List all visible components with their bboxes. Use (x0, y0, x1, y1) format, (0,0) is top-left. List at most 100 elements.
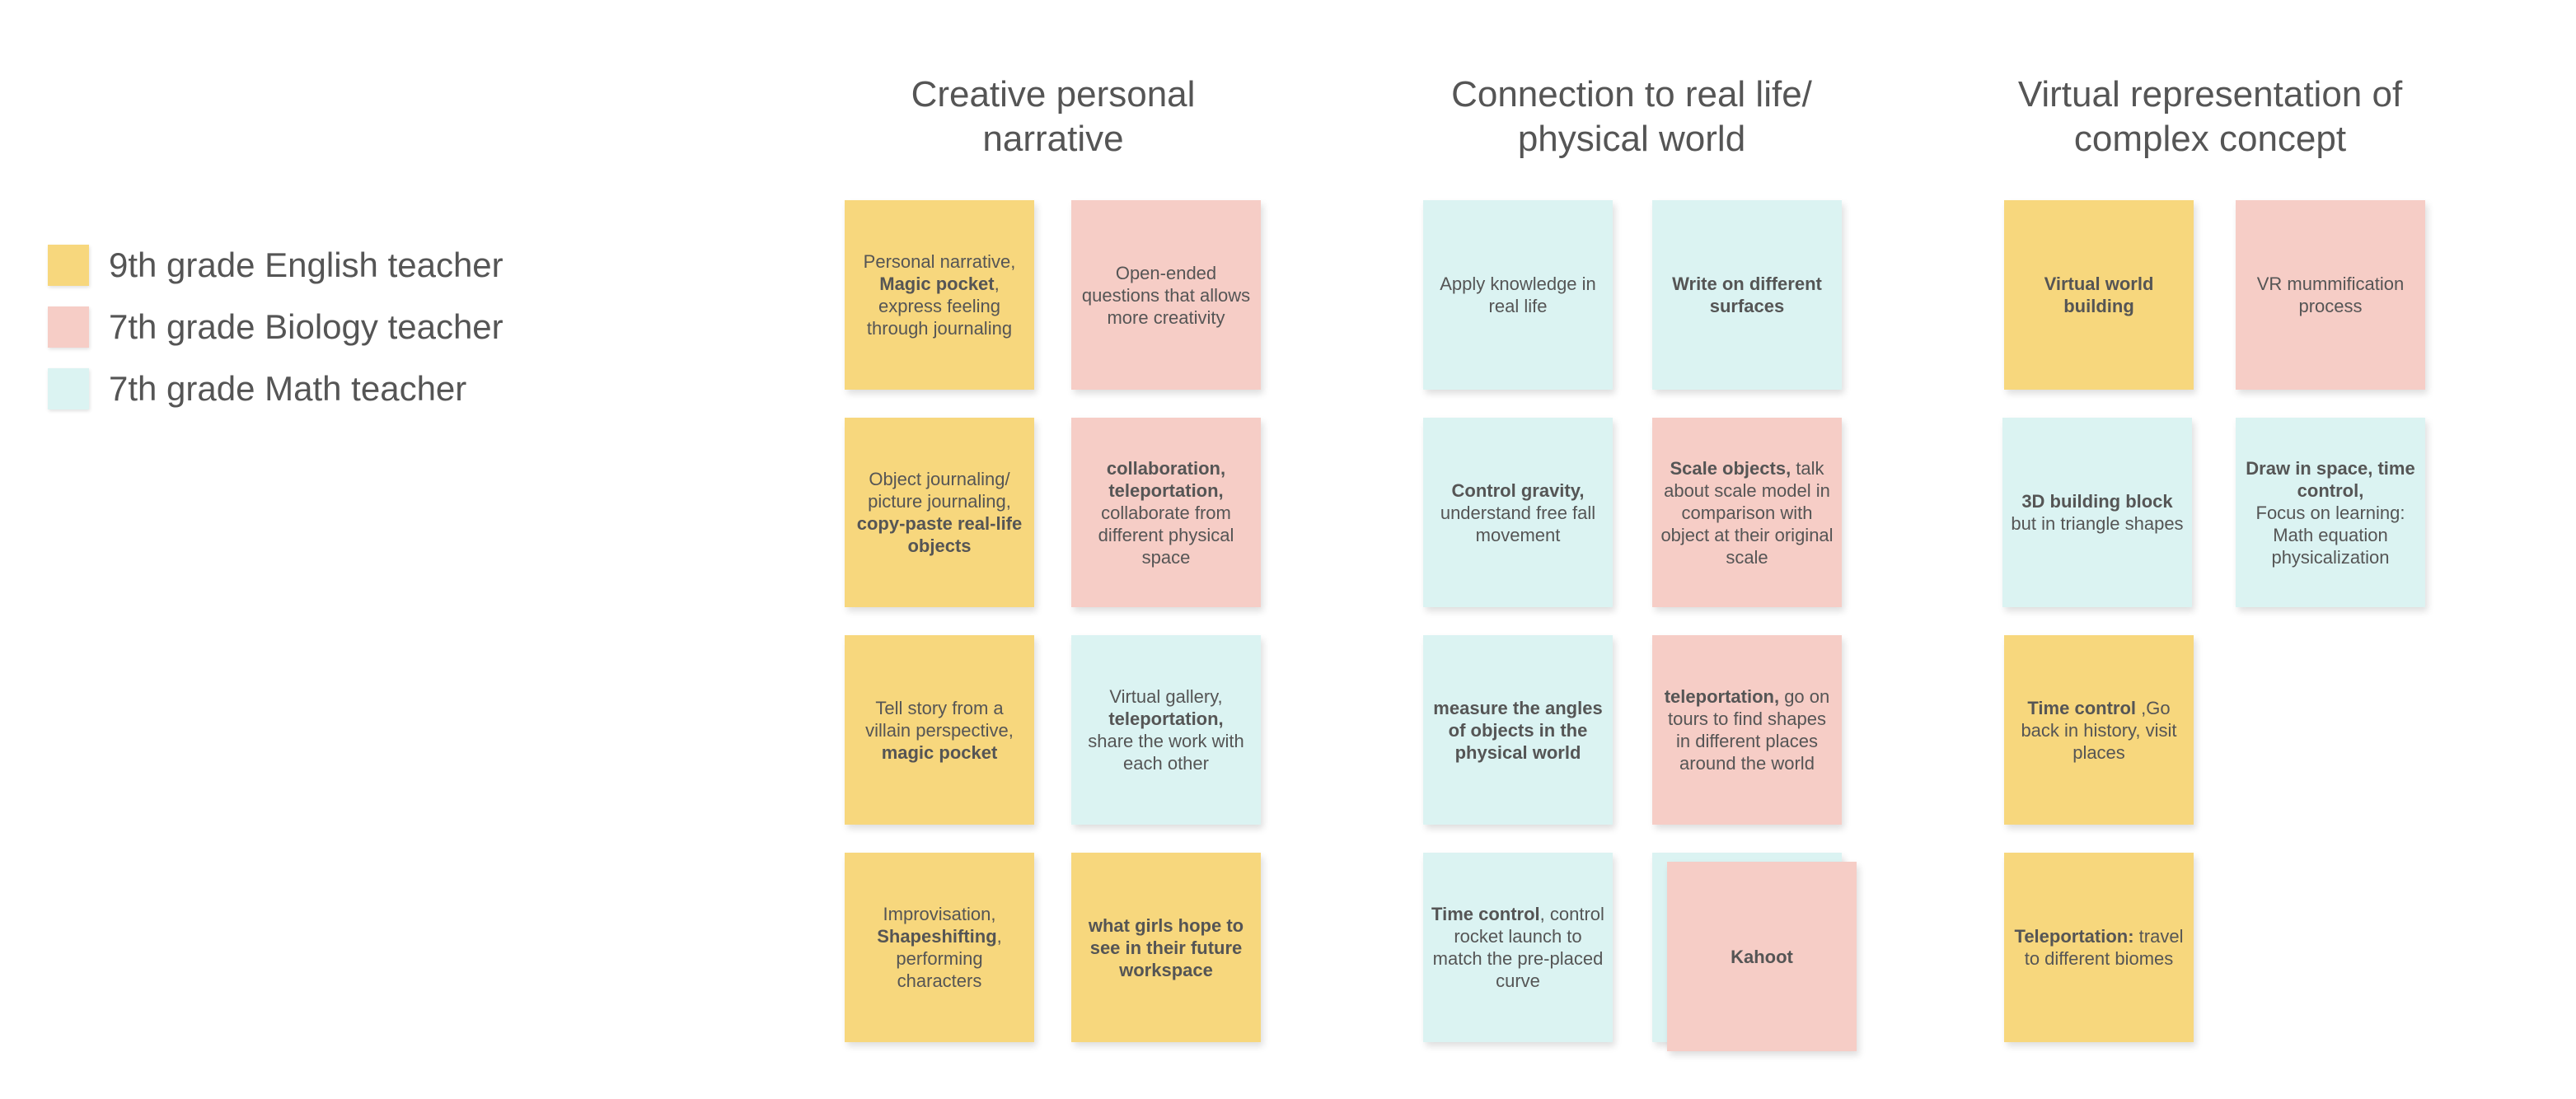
sticky-note[interactable]: Control gravity,understand free fall mov… (1423, 418, 1613, 607)
sticky-note-text: what girls hope to see in their future w… (1080, 914, 1253, 981)
legend-item-biology: 7th grade Biology teacher (48, 305, 503, 349)
sticky-note[interactable]: what girls hope to see in their future w… (1071, 853, 1261, 1042)
sticky-note-text: teleportation, go on tours to find shape… (1660, 685, 1834, 774)
sticky-note[interactable]: Object journaling/ picture journaling,co… (845, 418, 1034, 607)
sticky-note[interactable]: VR mummification process (2236, 200, 2425, 390)
note-text-bold: Virtual world building (2044, 274, 2154, 316)
sticky-note[interactable]: Write on different surfaces (1652, 200, 1842, 390)
note-text: talk about scale model in comparison wit… (1660, 457, 1834, 568)
note-text: Open-ended questions that allows more cr… (1081, 262, 1251, 328)
sticky-note[interactable]: Apply knowledge in real life (1423, 200, 1613, 390)
sticky-note-text: Open-ended questions that allows more cr… (1080, 262, 1253, 329)
note-text: ,Go back in history, visit places (2021, 697, 2177, 763)
column-title-real-life: Connection to real life/ physical world (1343, 72, 1920, 161)
sticky-note[interactable]: Time control ,Go back in history, visit … (2004, 635, 2194, 825)
column-title-creative: Creative personal narrative (765, 72, 1342, 161)
sticky-note-text: Object journaling/ picture journaling,co… (853, 468, 1026, 557)
sticky-note[interactable]: Improvisation,Shapeshifting, performing … (845, 853, 1034, 1042)
sticky-note-text: Improvisation,Shapeshifting, performing … (853, 903, 1026, 992)
note-text-bold: Control gravity, (1451, 479, 1585, 501)
note-text: but in triangle shapes (2011, 513, 2184, 534)
sticky-note[interactable]: Scale objects, talk about scale model in… (1652, 418, 1842, 607)
note-text-bold: Time control (1431, 904, 1540, 924)
legend-item-math: 7th grade Math teacher (48, 367, 503, 411)
sticky-note[interactable]: Virtual gallery,teleportation,share the … (1071, 635, 1261, 825)
sticky-note[interactable]: collaboration, teleportation,collaborate… (1071, 418, 1261, 607)
sticky-note[interactable]: Tell story from a villain perspective,ma… (845, 635, 1034, 825)
sticky-note-kahoot[interactable]: Kahoot (1667, 862, 1857, 1051)
sticky-note[interactable]: Draw in space, time control,Focus on lea… (2236, 418, 2425, 607)
sticky-note[interactable]: Open-ended questions that allows more cr… (1071, 200, 1261, 390)
column-title-virtual: Virtual representation of complex concep… (1922, 72, 2499, 161)
note-text: VR mummification process (2256, 274, 2405, 316)
note-text: , control rocket launch to match the pre… (1432, 904, 1604, 991)
note-text: travel to different biomes (2024, 926, 2184, 969)
column-title-line: Virtual representation of (2017, 74, 2403, 115)
note-text-bold: copy-paste real-life objects (856, 513, 1023, 556)
sticky-note-text: Kahoot (1731, 946, 1793, 968)
note-text: , express feeling through journaling (866, 274, 1013, 339)
note-text: Improvisation, (883, 904, 996, 924)
sticky-note-text: Tell story from a villain perspective,ma… (853, 697, 1026, 764)
sticky-note-text: VR mummification process (2244, 273, 2417, 317)
legend-swatch-pink (48, 306, 89, 348)
note-text-bold: magic pocket (881, 741, 998, 763)
sticky-note[interactable]: teleportation, go on tours to find shape… (1652, 635, 1842, 825)
column-title-line: Connection to real life/ (1451, 74, 1812, 115)
note-text-bold: Kahoot (1731, 946, 1793, 967)
note-text-bold: what girls hope to see in their future w… (1088, 914, 1244, 980)
note-text: understand free fall movement (1440, 502, 1596, 545)
note-text-bold: teleportation, (1108, 709, 1224, 729)
note-text-bold: Time control (2027, 697, 2137, 718)
sticky-note-text: Virtual world building (2012, 273, 2185, 317)
legend-swatch-cyan (48, 368, 89, 409)
column-title-line: Creative personal (911, 74, 1196, 115)
sticky-note[interactable]: Teleportation: travel to different biome… (2004, 853, 2194, 1042)
legend-swatch-yellow (48, 245, 89, 286)
note-text: Tell story from a villain perspective, (865, 697, 1014, 741)
sticky-note-text: Draw in space, time control,Focus on lea… (2244, 457, 2417, 568)
note-text: share the work with each other (1088, 731, 1244, 774)
column-title-line: complex concept (2073, 119, 2347, 159)
note-text-bold: Magic pocket (879, 274, 995, 294)
sticky-note[interactable]: Virtual world building (2004, 200, 2194, 390)
note-text-bold: Scale objects, (1670, 457, 1791, 479)
sticky-note-text: Scale objects, talk about scale model in… (1660, 457, 1834, 568)
note-text: Virtual gallery, (1109, 686, 1223, 707)
note-text: , performing characters (896, 926, 1002, 991)
sticky-note-text: Control gravity,understand free fall mov… (1431, 479, 1604, 546)
sticky-note-text: Teleportation: travel to different biome… (2012, 925, 2185, 970)
note-text-bold: collaboration, teleportation, (1106, 457, 1226, 501)
legend-label: 9th grade English teacher (109, 246, 503, 284)
note-text: Focus on learning: Math equation physica… (2255, 502, 2405, 568)
note-text: Apply knowledge in real life (1440, 274, 1596, 316)
sticky-note-text: Personal narrative,Magic pocket, express… (853, 250, 1026, 339)
note-text-bold: teleportation, (1664, 686, 1780, 707)
sticky-note[interactable]: Personal narrative,Magic pocket, express… (845, 200, 1034, 390)
sticky-note-text: collaboration, teleportation,collaborate… (1080, 457, 1253, 568)
sticky-note-text: measure the angles of objects in the phy… (1431, 697, 1604, 764)
sticky-note[interactable]: Time control, control rocket launch to m… (1423, 853, 1613, 1042)
note-text: Personal narrative, (863, 251, 1016, 272)
legend-label: 7th grade Math teacher (109, 369, 467, 408)
sticky-note-text: Virtual gallery,teleportation,share the … (1080, 685, 1253, 774)
sticky-note-text: Time control ,Go back in history, visit … (2012, 697, 2185, 764)
note-text-bold: Draw in space, time control, (2246, 457, 2415, 501)
column-title-line: physical world (1517, 119, 1746, 159)
sticky-note-text: Time control, control rocket launch to m… (1431, 903, 1604, 992)
note-text: Object journaling/ picture journaling, (868, 469, 1011, 512)
sticky-note[interactable]: measure the angles of objects in the phy… (1423, 635, 1613, 825)
note-text-bold: 3D building block (2021, 491, 2173, 512)
legend-label: 7th grade Biology teacher (109, 307, 503, 346)
note-text-bold: Teleportation: (2014, 926, 2134, 947)
legend: 9th grade English teacher 7th grade Biol… (48, 243, 503, 428)
note-text-bold: measure the angles of objects in the phy… (1433, 697, 1603, 763)
note-text-bold: Shapeshifting (877, 926, 997, 947)
sticky-note-text: Apply knowledge in real life (1431, 273, 1604, 317)
note-text-bold: Write on different surfaces (1672, 274, 1822, 316)
note-text: collaborate from different physical spac… (1098, 502, 1234, 568)
legend-item-english: 9th grade English teacher (48, 243, 503, 288)
note-text: go on tours to find shapes in different … (1667, 686, 1830, 774)
